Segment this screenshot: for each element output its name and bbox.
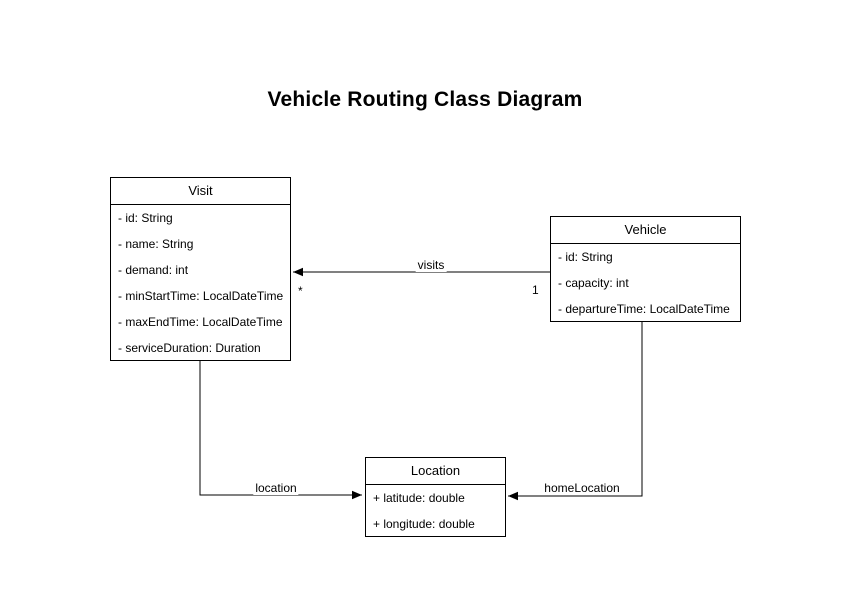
- multiplicity-visits-source: 1: [532, 283, 539, 297]
- class-attribute: - id: String: [558, 250, 613, 264]
- relation-homelocation-line: [508, 320, 643, 501]
- class-attribute: - name: String: [118, 237, 194, 251]
- relation-location-line: [199, 360, 362, 500]
- relation-label-location: location: [253, 481, 299, 495]
- uml-class-vehicle: Vehicle - id: String - capacity: int - d…: [550, 216, 741, 322]
- uml-class-visit: Visit - id: String - name: String - dema…: [110, 177, 291, 361]
- relation-label-homelocation: homeLocation: [542, 481, 622, 495]
- class-name-vehicle: Vehicle: [551, 217, 740, 244]
- class-attribute: - id: String: [118, 211, 173, 225]
- class-attribute: - departureTime: LocalDateTime: [558, 302, 730, 316]
- class-attribute: - minStartTime: LocalDateTime: [118, 289, 284, 303]
- multiplicity-visits-target: *: [298, 284, 303, 298]
- class-attribute: - maxEndTime: LocalDateTime: [118, 315, 283, 329]
- class-attribute: - demand: int: [118, 263, 189, 277]
- uml-class-location: Location + latitude: double + longitude:…: [365, 457, 506, 537]
- class-attribute: - serviceDuration: Duration: [118, 341, 261, 355]
- diagram-title: Vehicle Routing Class Diagram: [267, 88, 583, 111]
- class-name-location: Location: [366, 458, 505, 485]
- class-attribute: - capacity: int: [558, 276, 629, 290]
- class-name-visit: Visit: [111, 178, 290, 205]
- class-attribute: + latitude: double: [373, 491, 465, 505]
- relation-label-visits: visits: [415, 258, 447, 272]
- class-attribute: + longitude: double: [373, 517, 475, 531]
